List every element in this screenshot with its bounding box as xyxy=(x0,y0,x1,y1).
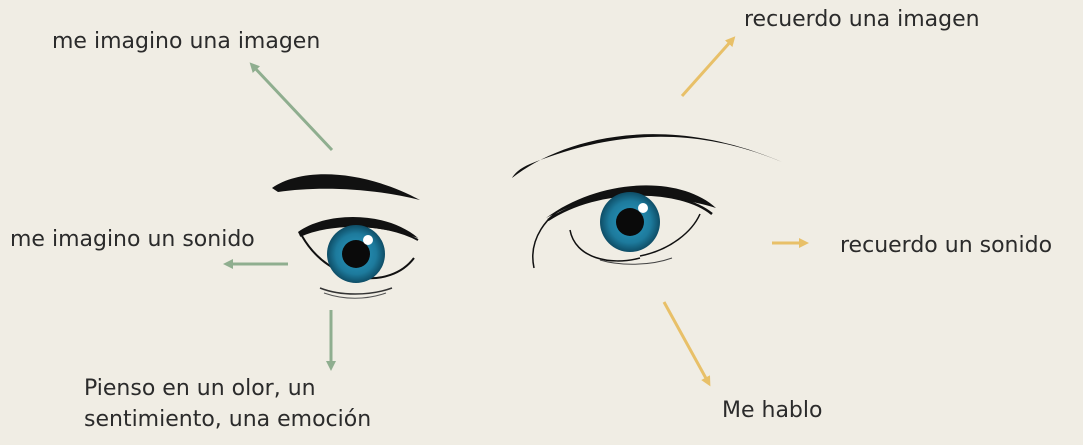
arrow-down-right xyxy=(664,302,708,382)
label-smell-feeling-line1: Pienso en un olor, un xyxy=(84,373,444,404)
right-eyebrow xyxy=(512,134,782,178)
left-lower-lashes xyxy=(320,288,392,294)
label-remember-sound: recuerdo un sonido xyxy=(840,232,1052,260)
left-eyebrow xyxy=(272,174,420,200)
left-highlight xyxy=(363,235,373,245)
label-smell-feeling-line2: sentimiento, una emoción xyxy=(84,404,444,435)
label-imagine-sound: me imagino un sonido xyxy=(10,226,255,254)
left-eye xyxy=(272,174,420,298)
right-eye xyxy=(512,134,782,268)
label-self-talk: Me hablo xyxy=(722,397,822,425)
right-pupil xyxy=(616,208,644,236)
label-imagine-image: me imagino una imagen xyxy=(52,28,320,56)
arrow-up-right xyxy=(682,40,732,96)
label-smell-feeling: Pienso en un olor, un sentimiento, una e… xyxy=(84,373,444,435)
label-remember-image: recuerdo una imagen xyxy=(744,6,980,34)
arrow-up-left xyxy=(253,66,332,150)
right-highlight xyxy=(638,203,648,213)
